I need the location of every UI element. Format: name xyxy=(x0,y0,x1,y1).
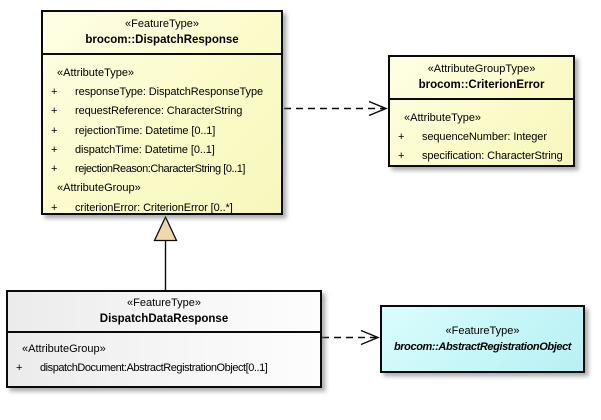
class-header: «FeatureType» brocom::AbstractRegistrati… xyxy=(382,307,583,371)
attribute-group-label: «AttributeGroup» xyxy=(22,342,106,355)
attribute-request-reference[interactable]: + requestReference: CharacterString xyxy=(51,105,243,118)
generalization-triangle-arrowhead xyxy=(153,215,178,242)
attribute-rejection-time[interactable]: + rejectionTime: Datetime [0..1] xyxy=(51,124,216,137)
generalization-connector[interactable] xyxy=(153,215,178,290)
class-name: brocom::AbstractRegistrationObject xyxy=(393,340,572,353)
attributes-compartment: «AttributeType» + responseType: Dispatch… xyxy=(43,55,281,217)
dependency-connector-abstract-registration-object[interactable] xyxy=(322,329,380,346)
stereotype-label: «FeatureType» xyxy=(125,18,199,30)
attribute-response-type[interactable]: + responseType: DispatchResponseType xyxy=(51,85,263,98)
attribute-type-label: «AttributeType» xyxy=(404,111,482,124)
attributes-compartment: «AttributeGroup» + dispatchDocument:Abst… xyxy=(8,333,320,377)
class-dispatch-data-response[interactable]: «FeatureType» DispatchDataResponse «Attr… xyxy=(6,290,322,388)
class-name: DispatchDataResponse xyxy=(99,313,229,325)
open-arrowhead-icon xyxy=(360,329,380,346)
class-dispatch-response[interactable]: «FeatureType» brocom::DispatchResponse «… xyxy=(41,10,283,215)
attribute-dispatch-document[interactable]: + dispatchDocument:AbstractRegistrationO… xyxy=(16,361,268,374)
open-arrowhead-icon xyxy=(368,100,388,117)
class-header: «FeatureType» DispatchDataResponse xyxy=(8,292,320,333)
class-header: «AttributeGroupType» brocom::CriterionEr… xyxy=(390,57,573,100)
dependency-connector-criterion-error[interactable] xyxy=(284,100,388,117)
stereotype-label: «FeatureType» xyxy=(445,324,520,337)
class-name: brocom::CriterionError xyxy=(418,79,545,91)
class-header: «FeatureType» brocom::DispatchResponse xyxy=(43,12,281,55)
stereotype-label: «FeatureType» xyxy=(127,297,201,309)
stereotype-label: «AttributeGroupType» xyxy=(427,63,536,75)
attribute-type-label: «AttributeType» xyxy=(57,66,135,79)
attribute-group-label: «AttributeGroup» xyxy=(57,182,141,195)
attribute-rejection-reason[interactable]: + rejectionReason:CharacterString [0..1] xyxy=(51,163,245,176)
attribute-sequence-number[interactable]: + sequenceNumber: Integer xyxy=(398,130,547,143)
attribute-dispatch-time[interactable]: + dispatchTime: Datetime [0..1] xyxy=(51,143,215,156)
attribute-specification[interactable]: + specification: CharacterString xyxy=(398,149,563,162)
attribute-criterion-error[interactable]: + criterionError: CriterionError [0..*] xyxy=(51,201,233,214)
class-criterion-error[interactable]: «AttributeGroupType» brocom::CriterionEr… xyxy=(388,55,575,167)
class-name: brocom::DispatchResponse xyxy=(85,34,239,46)
class-abstract-registration-object[interactable]: «FeatureType» brocom::AbstractRegistrati… xyxy=(380,305,585,373)
attributes-compartment: «AttributeType» + sequenceNumber: Intege… xyxy=(390,100,573,165)
